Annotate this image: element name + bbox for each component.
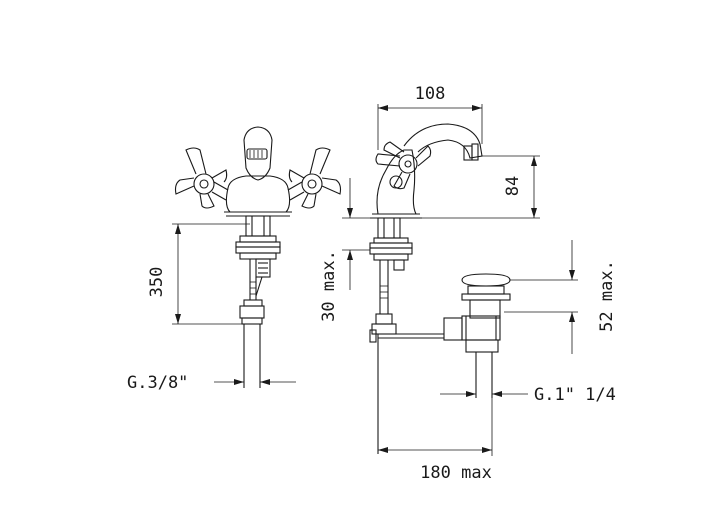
side-view [369,123,511,454]
dim-350-label: 350 [147,267,167,298]
dim-52max-label: 52 max. [597,260,617,332]
dimension-84 [422,155,540,219]
supply-thread-label: G.3/8" [127,373,188,393]
dimension-350 [172,223,250,325]
dimension-108 [377,104,483,150]
dim-180max-label: 180 max [420,463,492,483]
supply-thread-callout [214,379,296,385]
waste-thread-label: G.1" 1/4 [534,385,616,405]
dimension-52max [504,240,578,354]
front-view [174,126,342,388]
waste-thread-callout [440,391,528,397]
dim-30max-label: 30 max. [319,250,339,322]
dimension-180max [378,398,493,456]
dimension-30max [342,178,370,290]
dim-84-label: 84 [503,176,523,196]
dim-108-label: 108 [415,84,446,104]
